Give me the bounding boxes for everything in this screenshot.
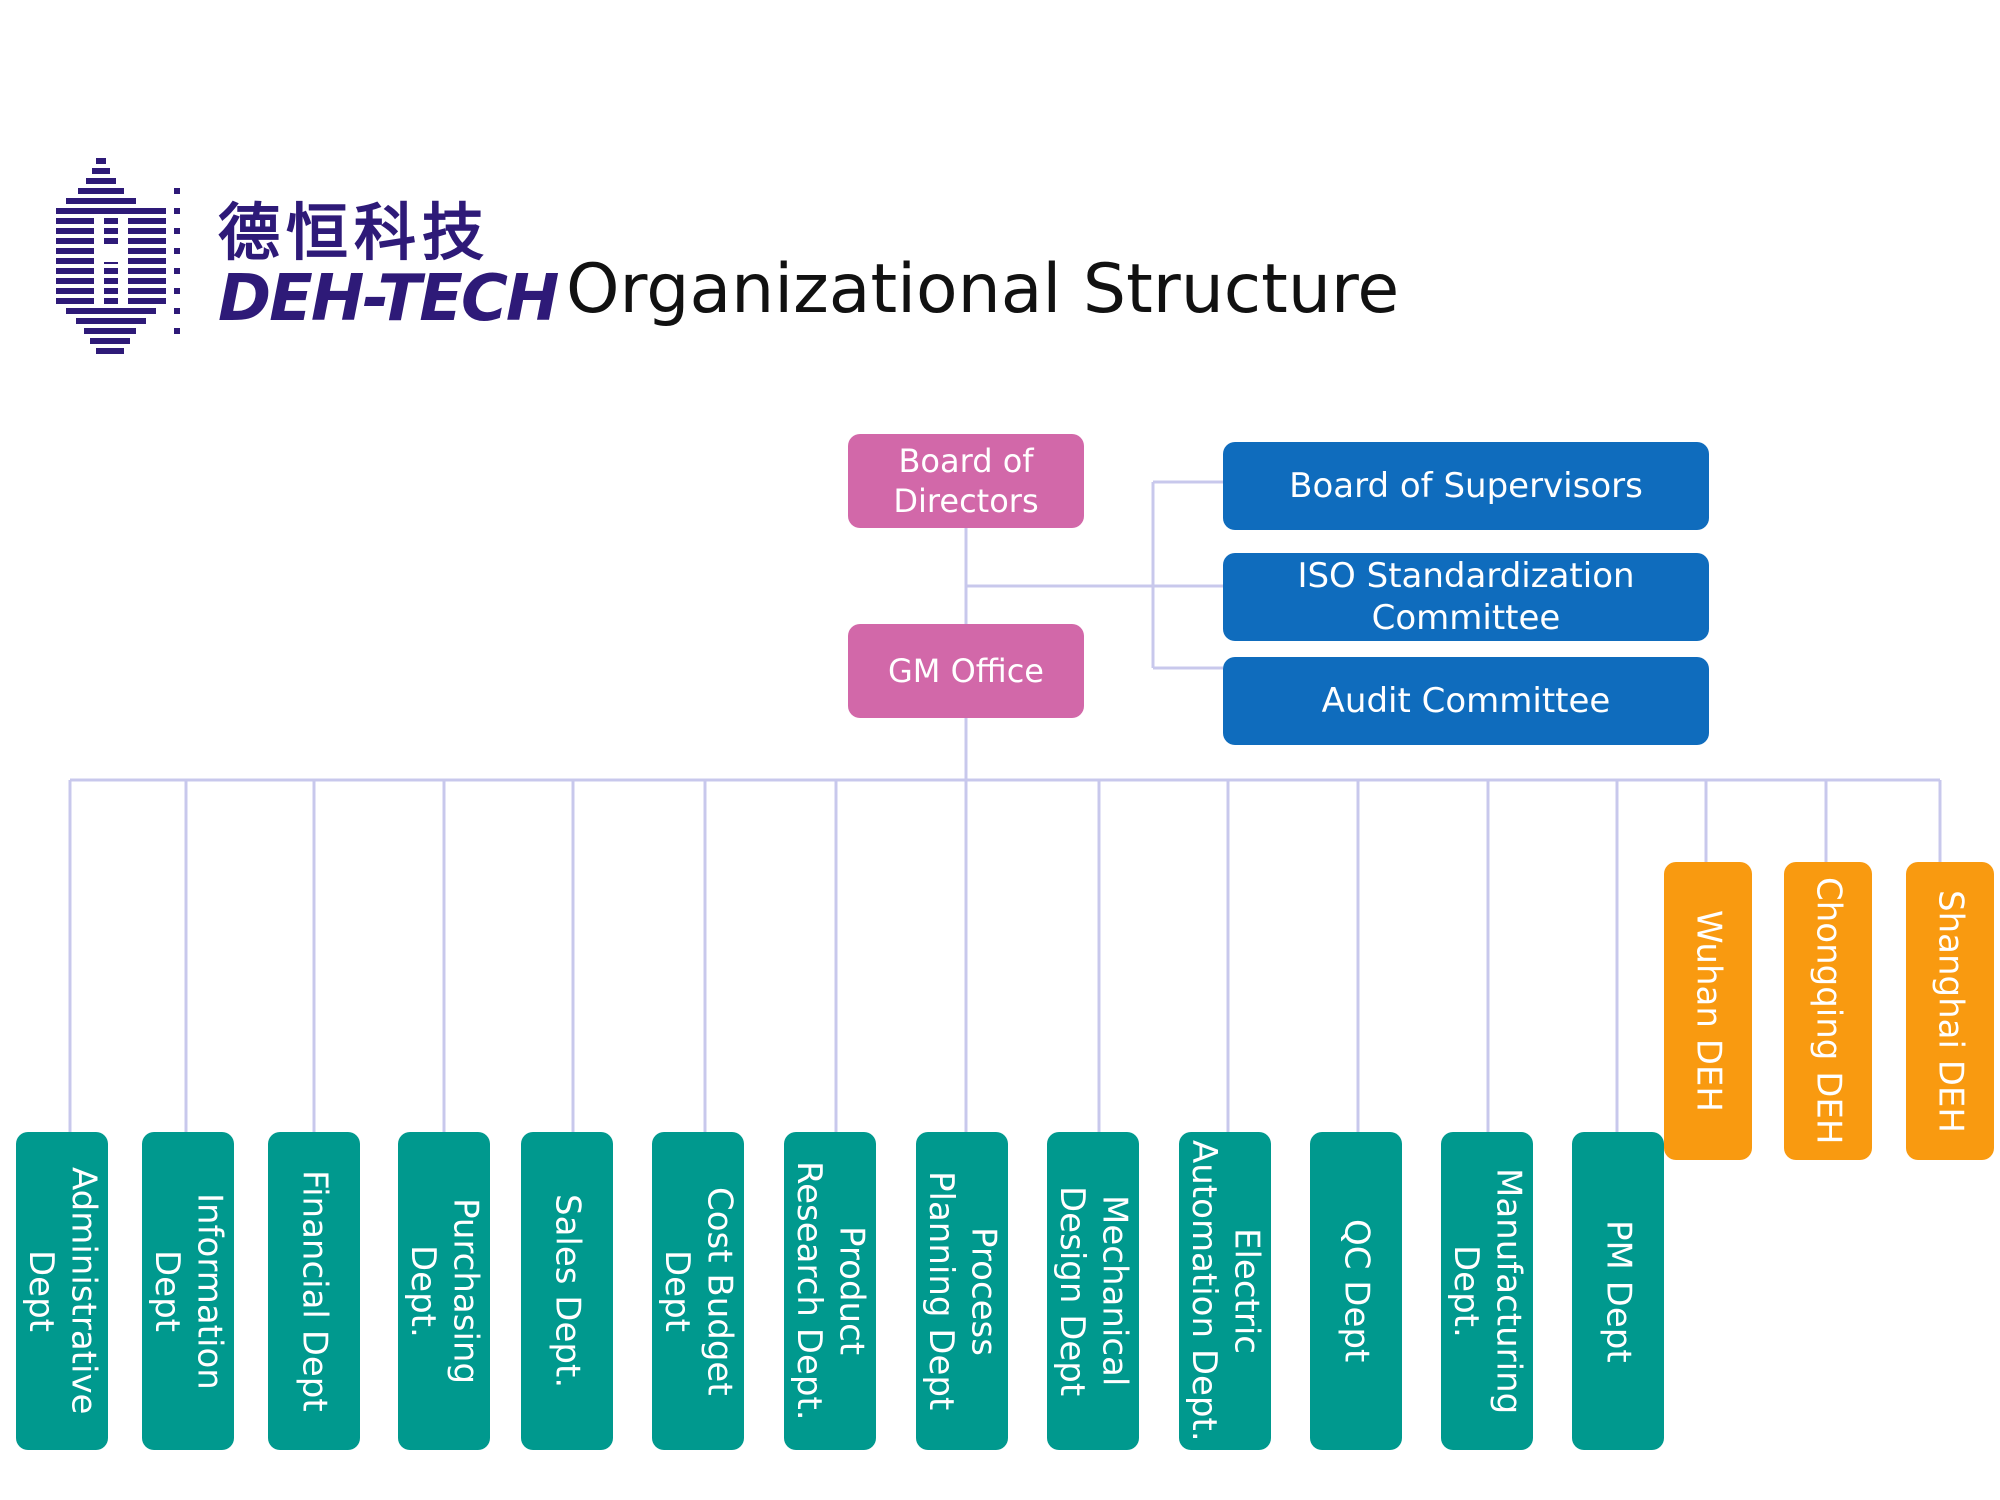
- branch-label: Chongqing DEH: [1808, 877, 1849, 1145]
- department-node: Product Research Dept.: [784, 1132, 876, 1450]
- committee-label: Board of Supervisors: [1289, 465, 1643, 506]
- branch-node: Wuhan DEH: [1664, 862, 1752, 1160]
- branch-node: Shanghai DEH: [1906, 862, 1994, 1160]
- department-label: Product Research Dept.: [789, 1161, 872, 1421]
- department-node: Information Dept: [142, 1132, 234, 1450]
- committee-node: Board of Supervisors: [1223, 442, 1709, 530]
- department-label: Electric Automation Dept.: [1184, 1140, 1267, 1442]
- board-of-directors-label: Board of Directors: [893, 442, 1039, 520]
- department-node: Cost Budget Dept: [652, 1132, 744, 1450]
- branch-label: Wuhan DEH: [1688, 910, 1729, 1112]
- committee-label: Audit Committee: [1321, 680, 1611, 721]
- committee-node: ISO Standardization Committee: [1223, 553, 1709, 641]
- department-label: Sales Dept.: [547, 1193, 588, 1389]
- gm-office-label: GM Office: [888, 652, 1044, 690]
- page-title: Organizational Structure: [566, 250, 1400, 329]
- branch-node: Chongqing DEH: [1784, 862, 1872, 1160]
- department-label: QC Dept: [1336, 1219, 1377, 1363]
- department-node: PM Dept: [1572, 1132, 1664, 1450]
- branch-label: Shanghai DEH: [1930, 889, 1971, 1133]
- department-node: Purchasing Dept.: [398, 1132, 490, 1450]
- committee-node: Audit Committee: [1223, 657, 1709, 745]
- department-node: Electric Automation Dept.: [1179, 1132, 1271, 1450]
- department-node: Manufacturing Dept.: [1441, 1132, 1533, 1450]
- department-label: Financial Dept: [294, 1170, 335, 1412]
- logo-chinese-name: 德恒科技: [218, 196, 491, 269]
- department-label: Purchasing Dept.: [403, 1197, 486, 1385]
- department-node: QC Dept: [1310, 1132, 1402, 1450]
- department-node: Financial Dept: [268, 1132, 360, 1450]
- department-label: PM Dept: [1598, 1219, 1639, 1363]
- department-node: Process Planning Dept: [916, 1132, 1008, 1450]
- department-label: Manufacturing Dept.: [1446, 1167, 1529, 1415]
- logo-english-name: DEH-TECH: [218, 262, 559, 336]
- department-label: Process Planning Dept: [921, 1171, 1004, 1411]
- gm-office-node: GM Office: [848, 624, 1084, 718]
- department-label: Mechanical Design Dept: [1052, 1185, 1135, 1397]
- deh-tech-logo-icon: [56, 158, 180, 354]
- board-of-directors-node: Board of Directors: [848, 434, 1084, 528]
- committee-label: ISO Standardization Committee: [1297, 555, 1635, 639]
- department-node: Sales Dept.: [521, 1132, 613, 1450]
- department-label: Cost Budget Dept: [657, 1186, 740, 1396]
- department-node: Administrative Dept: [16, 1132, 108, 1450]
- department-label: Information Dept: [147, 1192, 230, 1390]
- department-label: Administrative Dept: [21, 1167, 104, 1415]
- department-node: Mechanical Design Dept: [1047, 1132, 1139, 1450]
